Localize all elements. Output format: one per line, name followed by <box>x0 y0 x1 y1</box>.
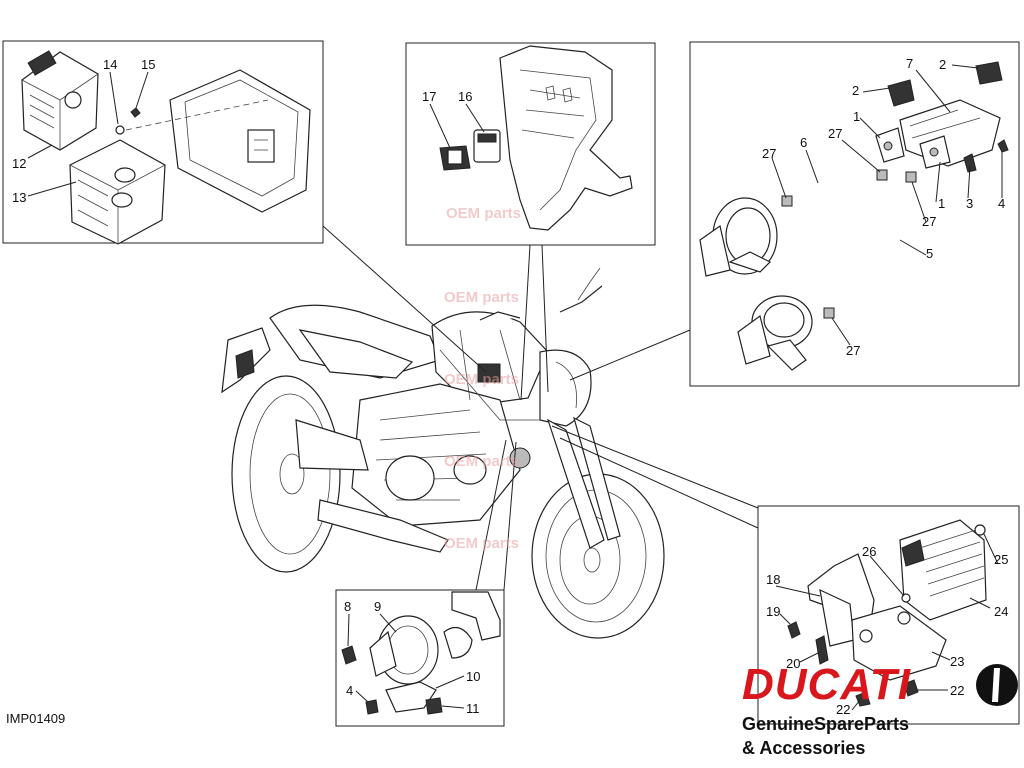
callout-13: 13 <box>12 190 26 205</box>
watermark: OEM parts <box>446 205 521 222</box>
hose-clip <box>905 171 917 183</box>
nut-8 <box>341 645 357 665</box>
callout-4: 4 <box>998 196 1005 211</box>
callout-19: 19 <box>766 604 780 619</box>
screw-11 <box>425 697 443 715</box>
screw <box>997 139 1009 153</box>
callout-5: 5 <box>926 246 933 261</box>
callout-14: 14 <box>103 57 117 72</box>
ecu-cover <box>169 69 311 213</box>
screw-20 <box>815 635 829 665</box>
callout-2: 2 <box>939 57 946 72</box>
washer <box>115 125 125 135</box>
callout-6: 6 <box>800 135 807 150</box>
brand-block: DUCATI GenuineSpareParts & Accessories <box>742 660 1018 760</box>
watermark: OEM parts <box>444 371 519 388</box>
map-sensor-left <box>875 127 905 163</box>
connector-17 <box>439 145 471 171</box>
callout-27: 27 <box>762 146 776 161</box>
diagram-code: IMP01409 <box>6 711 66 726</box>
callout-15: 15 <box>141 57 155 72</box>
connector <box>887 79 915 107</box>
callout-20: 20 <box>786 656 800 671</box>
rubber-22 <box>855 691 871 707</box>
callout-25: 25 <box>994 552 1008 567</box>
ecu-bracket <box>69 139 166 245</box>
screw <box>130 107 141 118</box>
callout-22: 22 <box>836 702 850 717</box>
callout-3: 3 <box>966 196 973 211</box>
callout-17: 17 <box>422 89 436 104</box>
watermarks: OEM parts OEM parts OEM parts OEM parts … <box>444 205 521 552</box>
frame-section <box>499 45 633 231</box>
screw-4 <box>365 699 379 715</box>
callout-10: 10 <box>466 669 480 684</box>
hose-clip <box>876 169 888 181</box>
callout-24: 24 <box>994 604 1008 619</box>
watermark: OEM parts <box>444 535 519 552</box>
callout-1: 1 <box>853 109 860 124</box>
nut-25 <box>974 524 986 536</box>
callout-9: 9 <box>374 599 381 614</box>
watermark: OEM parts <box>444 289 519 306</box>
callout-27: 27 <box>922 214 936 229</box>
nut <box>963 153 977 173</box>
motorcycle-illustration <box>221 225 759 639</box>
screw-19 <box>787 621 801 639</box>
callout-4: 4 <box>346 683 353 698</box>
callout-2: 2 <box>852 83 859 98</box>
relay-16 <box>473 129 501 163</box>
callout-12: 12 <box>12 156 26 171</box>
panel-regulator: 18 19 20 26 25 24 23 22 22 <box>757 505 1020 725</box>
panel-ecu: 14 15 12 13 <box>2 40 324 245</box>
throttle-body-lower <box>737 295 813 371</box>
rubber-22 <box>903 679 919 697</box>
panel-horn: 8 9 10 4 11 <box>335 589 505 727</box>
brand-logo: DUCATI <box>742 660 911 709</box>
ducati-shield-icon <box>976 664 1018 706</box>
brand-tagline: GenuineSpareParts <box>742 714 910 734</box>
callout-8: 8 <box>344 599 351 614</box>
connector <box>975 61 1003 85</box>
callout-26: 26 <box>862 544 876 559</box>
panel-relay: 17 16 <box>405 42 656 246</box>
callout-27: 27 <box>828 126 842 141</box>
hose-clip <box>781 195 793 207</box>
callout-23: 23 <box>950 654 964 669</box>
watermark: OEM parts <box>444 453 519 470</box>
callout-27: 27 <box>846 343 860 358</box>
callout-16: 16 <box>458 89 472 104</box>
horn-unit <box>369 615 439 685</box>
callout-7: 7 <box>906 56 913 71</box>
ecu-unit <box>21 50 99 151</box>
callout-18: 18 <box>766 572 780 587</box>
callout-22: 22 <box>950 683 964 698</box>
throttle-body-upper <box>699 197 778 277</box>
map-sensor-right <box>919 135 951 169</box>
callout-1: 1 <box>938 196 945 211</box>
brand-tagline-2: & Accessories <box>742 738 866 758</box>
callout-11: 11 <box>466 701 480 716</box>
hose-clip <box>823 307 835 319</box>
panel-ducts: 2 2 7 1 1 3 4 6 5 27 27 27 27 <box>689 41 1020 387</box>
